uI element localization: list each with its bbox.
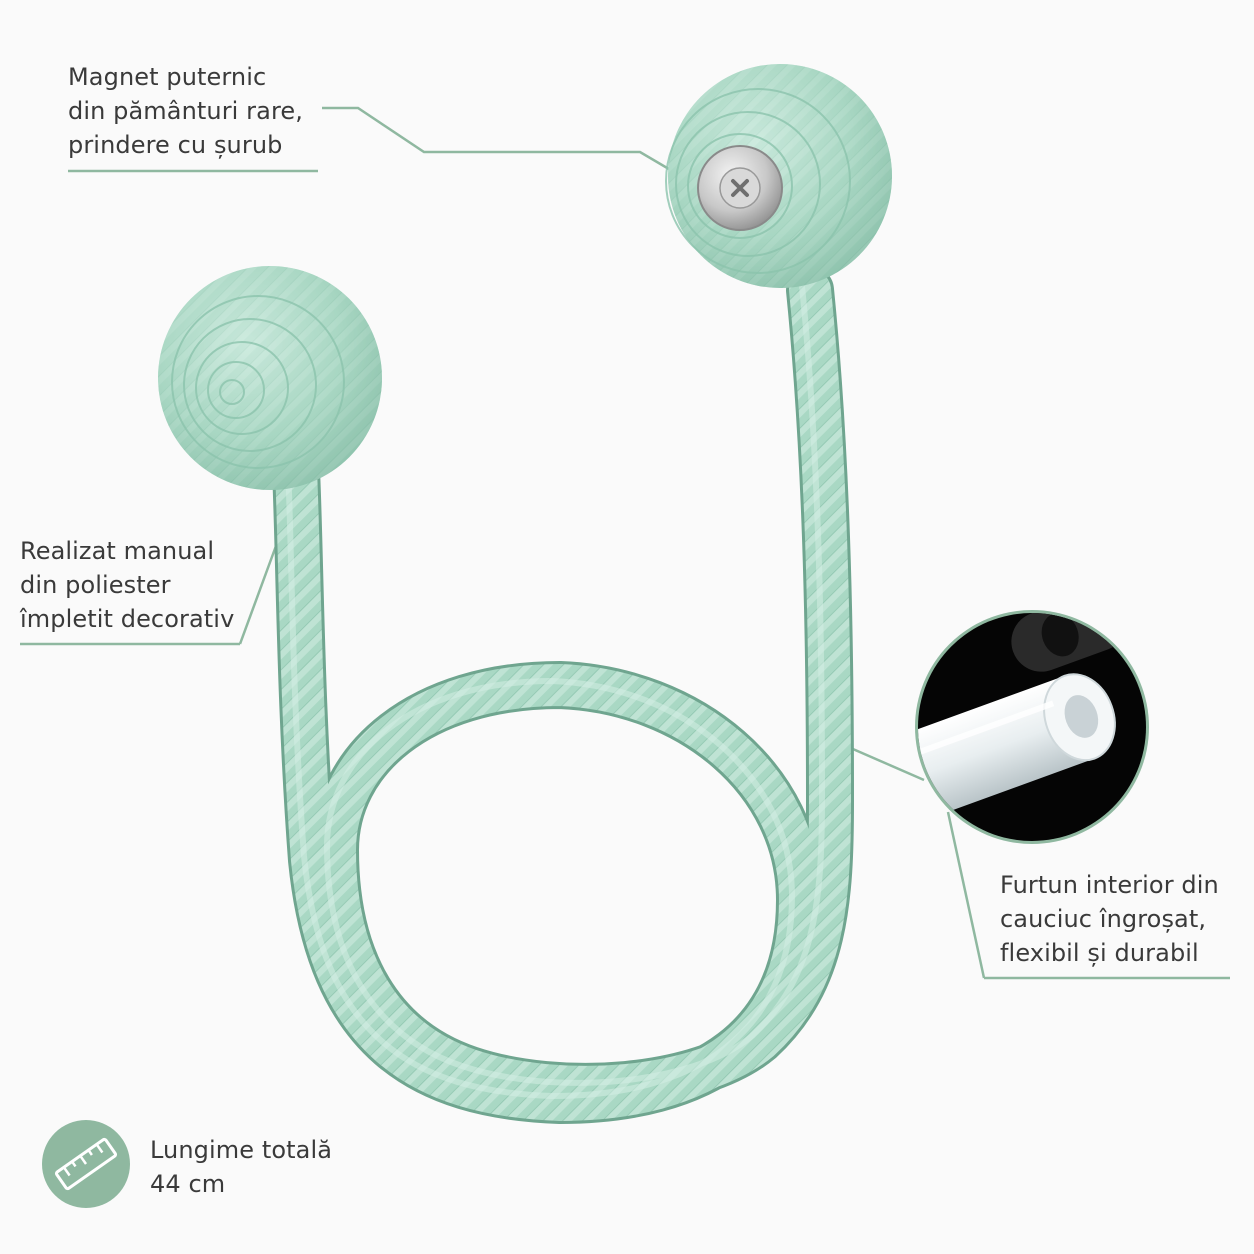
magnet-callout-line: din pământuri rare, — [68, 97, 303, 125]
ruler-icon — [54, 1137, 118, 1191]
magnet-pointer — [322, 106, 709, 194]
length-badge — [42, 1120, 130, 1208]
hose-callout-line: Furtun interior din — [1000, 871, 1219, 899]
length-title: Lungime totală — [150, 1136, 333, 1164]
callout-lines — [20, 106, 1230, 980]
hose-pointer-bottom — [946, 811, 986, 979]
handmade-callout-line: din poliester — [20, 571, 171, 599]
handmade-callout-text: Realizat manual din poliester împletit d… — [20, 534, 234, 636]
length-value: 44 cm — [150, 1170, 226, 1198]
magnet-callout-text: Magnet puternic din pământuri rare, prin… — [68, 60, 303, 162]
hose-callout-line: cauciuc îngroșat, — [1000, 905, 1207, 933]
hose-inset — [915, 610, 1149, 844]
left-ball — [158, 266, 382, 490]
magnet-callout-line: Magnet puternic — [68, 63, 267, 91]
braided-cord — [272, 266, 855, 1125]
handmade-callout-line: împletit decorativ — [20, 605, 235, 633]
hose-callout-line: flexibil și durabil — [1000, 939, 1199, 967]
magnet-callout-line: prindere cu șurub — [68, 131, 283, 159]
length-text: Lungime totală 44 cm — [150, 1133, 332, 1201]
hose-callout-text: Furtun interior din cauciuc îngroșat, fl… — [1000, 868, 1219, 970]
hose-pointer-top — [845, 744, 925, 782]
handmade-pointer — [238, 534, 282, 645]
screw-magnet-icon — [697, 145, 783, 231]
handmade-callout-line: Realizat manual — [20, 537, 215, 565]
right-ball — [665, 64, 892, 288]
